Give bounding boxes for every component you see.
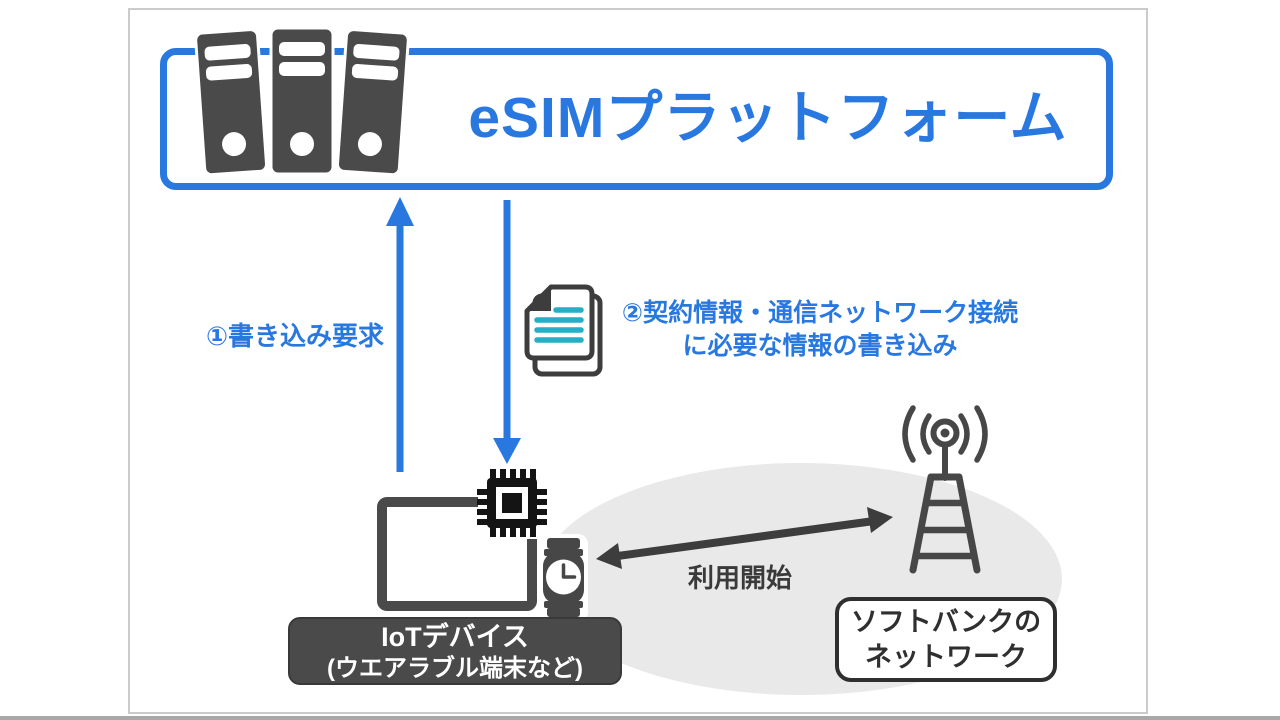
bottom-border-strip bbox=[0, 716, 1280, 720]
iot-device-label-box: IoTデバイス (ウエアラブル端末など) bbox=[288, 617, 622, 685]
network-label-line1: ソフトバンクの bbox=[850, 607, 1042, 637]
server-rack-icon bbox=[194, 26, 410, 177]
usage-start-label: 利用開始 bbox=[688, 563, 793, 593]
radio-tower-icon bbox=[902, 405, 988, 574]
write-info-line2: に必要な情報の書き込み bbox=[682, 332, 958, 360]
write-info-line1: ②契約情報・通信ネットワーク接続 bbox=[621, 299, 1019, 327]
document-icon bbox=[524, 284, 603, 377]
network-label-line2: ネットワーク bbox=[865, 642, 1027, 672]
usage-arrow bbox=[596, 507, 893, 569]
sim-chip-icon bbox=[477, 467, 547, 539]
write-info-arrow bbox=[493, 200, 521, 464]
tablet-icon bbox=[377, 497, 537, 611]
iot-device-sublabel: (ウエアラブル端末など) bbox=[327, 655, 583, 682]
softbank-network-label-box: ソフトバンクの ネットワーク bbox=[835, 597, 1057, 682]
iot-device-label: IoTデバイス bbox=[381, 622, 529, 652]
write-info-label: ②契約情報・通信ネットワーク接続 に必要な情報の書き込み bbox=[612, 297, 1028, 363]
smartwatch-icon bbox=[538, 534, 588, 627]
write-request-arrow bbox=[386, 197, 414, 472]
platform-title: eSIMプラットフォーム bbox=[468, 86, 1068, 150]
write-request-label: ①書き込み要求 bbox=[206, 321, 385, 351]
